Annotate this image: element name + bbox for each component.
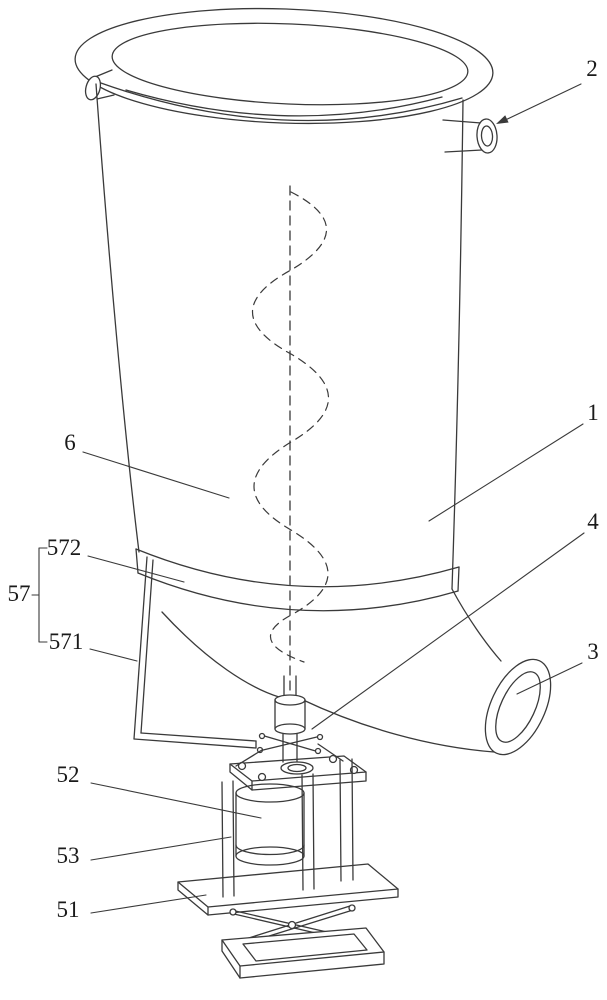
reference-labels: 2 1 4 3 6 572 57 571 52 53 51 bbox=[8, 56, 600, 922]
flange-bore bbox=[495, 671, 541, 743]
leader-53 bbox=[90, 836, 232, 861]
leader-51 bbox=[90, 894, 207, 914]
leader-2-arrowhead bbox=[496, 115, 509, 124]
bracket-vertical-outer bbox=[133, 556, 148, 740]
auger-helix bbox=[252, 191, 329, 663]
frame-post-mid-a bbox=[301, 774, 304, 891]
mount-bolt-4 bbox=[257, 772, 267, 782]
cross-bolt-3 bbox=[258, 732, 266, 740]
motor-mount-plate bbox=[229, 754, 367, 791]
tank-wall-right bbox=[451, 99, 464, 590]
motor bbox=[235, 783, 305, 866]
band-bottom-edge bbox=[137, 572, 459, 612]
brace-57 bbox=[38, 547, 48, 643]
rim-inner-opening bbox=[111, 22, 469, 106]
leader-52 bbox=[90, 782, 262, 819]
leader-572 bbox=[87, 555, 185, 583]
coupling-bolt-cross bbox=[256, 732, 324, 763]
label-part-52: 52 bbox=[57, 762, 80, 787]
leader-2 bbox=[498, 83, 582, 124]
label-part-6: 6 bbox=[64, 430, 76, 455]
mount-plate-front-edge bbox=[251, 771, 367, 791]
funnel-left-edge bbox=[161, 611, 280, 698]
bracket-horizontal-top bbox=[140, 732, 257, 742]
lower-plate bbox=[177, 863, 399, 916]
frame-post-right-a bbox=[339, 759, 342, 882]
label-part-57: 57 bbox=[8, 581, 31, 606]
scissor-pin-tr bbox=[348, 904, 356, 912]
bracket-horizontal-bottom bbox=[133, 738, 257, 749]
base-front-thickness bbox=[239, 951, 385, 979]
cross-bolt-4 bbox=[314, 747, 322, 755]
rim-front-lip-edge bbox=[97, 81, 463, 122]
frame-brace-right bbox=[317, 743, 344, 762]
lift-base-frame bbox=[221, 927, 385, 979]
frame-post-mid-b bbox=[312, 773, 315, 890]
frame-post-right-b bbox=[351, 758, 354, 881]
frame-post-left-a bbox=[221, 781, 224, 898]
lower-plate-front-thickness bbox=[207, 888, 399, 916]
leader-6 bbox=[82, 451, 230, 499]
support-bracket-frame bbox=[133, 556, 257, 749]
leader-3 bbox=[516, 662, 583, 695]
mount-bolt-2 bbox=[328, 754, 338, 764]
discharge-flange bbox=[484, 658, 552, 756]
inlet-pipe bbox=[442, 118, 498, 154]
rim-front-lip-inner bbox=[125, 89, 443, 117]
tank-top-rim bbox=[74, 7, 494, 125]
mount-plate-left-edge bbox=[229, 763, 253, 791]
motor-bottom-band bbox=[235, 844, 305, 856]
label-part-572: 572 bbox=[47, 535, 82, 560]
label-part-53: 53 bbox=[57, 843, 80, 868]
support-band bbox=[135, 548, 460, 612]
leader-1 bbox=[428, 423, 584, 522]
auger-screw-hidden bbox=[252, 185, 329, 699]
inlet-pipe-bottom-line bbox=[444, 149, 483, 153]
coupling-bottom-ellipse bbox=[274, 723, 306, 735]
bracket-vertical-inner bbox=[140, 559, 154, 734]
funnel-right-top-edge bbox=[451, 588, 502, 662]
leader-571 bbox=[89, 648, 138, 662]
left-stub-top-line bbox=[94, 69, 113, 78]
label-part-571: 571 bbox=[49, 629, 84, 654]
base-inner-hole bbox=[242, 933, 368, 962]
bolt-cross-line-2 bbox=[260, 734, 320, 753]
tank-body bbox=[95, 83, 464, 590]
lower-plate-left-thickness bbox=[177, 881, 209, 916]
label-part-3: 3 bbox=[587, 639, 599, 664]
base-top-face bbox=[221, 927, 385, 967]
funnel-bottom-edge bbox=[300, 698, 495, 753]
band-right-end bbox=[457, 566, 460, 592]
frame-post-left-b bbox=[232, 780, 235, 897]
coupling bbox=[274, 694, 306, 735]
inlet-pipe-top-line bbox=[442, 119, 482, 124]
frame-brace-left bbox=[235, 749, 263, 767]
motor-frame bbox=[221, 743, 354, 898]
leader-4 bbox=[311, 532, 585, 730]
coupling-top-ellipse bbox=[274, 694, 306, 706]
funnel-cone bbox=[161, 588, 502, 753]
label-part-51: 51 bbox=[57, 897, 80, 922]
mount-center-bore bbox=[287, 763, 307, 773]
label-part-2: 2 bbox=[586, 56, 598, 81]
tank-wall-left bbox=[95, 83, 140, 553]
motor-bottom-ellipse bbox=[235, 846, 305, 866]
scissor-pin-tl bbox=[229, 908, 237, 916]
label-part-4: 4 bbox=[587, 509, 599, 534]
band-top-edge bbox=[135, 548, 460, 588]
left-stub-bottom-line bbox=[96, 94, 115, 100]
base-left-thickness bbox=[221, 939, 241, 979]
inlet-pipe-bore bbox=[480, 125, 494, 147]
cross-bolt-2 bbox=[316, 733, 324, 741]
scissor-pivot bbox=[287, 920, 297, 930]
leader-lines bbox=[31, 83, 585, 914]
label-part-1: 1 bbox=[587, 400, 599, 425]
